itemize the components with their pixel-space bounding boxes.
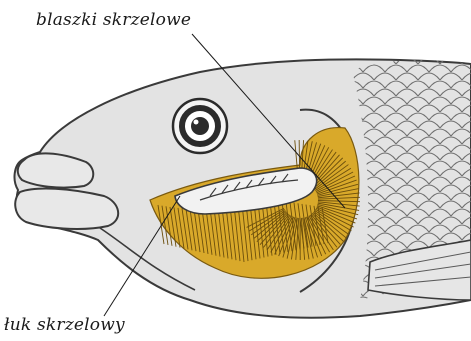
label-gill-arch: łuk skrzelowy [4,315,125,335]
fish-eye [173,99,227,153]
label-gill-lamellae: blaszki skrzelowe [36,10,191,30]
